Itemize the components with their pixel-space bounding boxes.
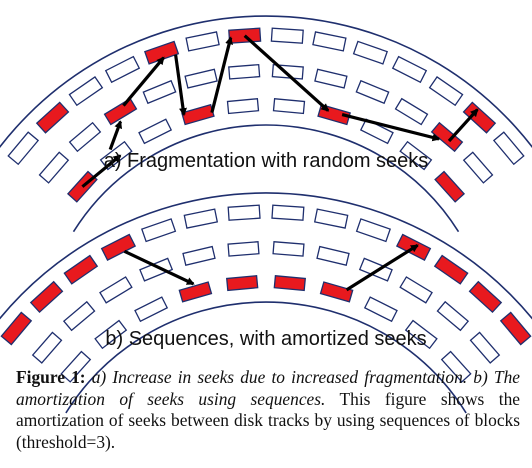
panel-b-outer-used-block <box>100 233 137 261</box>
panel-a-middle-used-block <box>103 97 138 126</box>
seek-arrow <box>108 120 123 151</box>
panel-a-outer-free-block <box>7 131 40 166</box>
panel-a-inner-free-block <box>399 140 433 171</box>
panel-a-middle-free-block <box>355 79 390 105</box>
figure-caption: Figure 1: a) Increase in seeks due to in… <box>16 367 520 453</box>
panel-b-outer-used-block <box>63 254 99 285</box>
seek-arrow <box>341 113 441 142</box>
panel-a-outer-free-block <box>428 76 464 107</box>
panel-a-outer-free-block <box>270 27 304 44</box>
panel-a-middle-free-block <box>394 97 429 126</box>
panel-a-outer-free-block <box>391 55 428 84</box>
panel-b-outer-used-block <box>0 311 33 346</box>
seek-arrow <box>210 36 233 113</box>
panel-b-middle-free-block <box>62 300 96 332</box>
panel-b-inner-free-block <box>363 296 398 323</box>
figure-caption-part-b: b) The amortization of seeks using seque… <box>16 367 520 409</box>
seek-arrow <box>174 54 187 117</box>
panel-b-outer-used-block <box>499 311 532 346</box>
panel-b-inner-free-block <box>440 350 472 383</box>
panel-b-inner-free-block <box>404 319 438 350</box>
panel-b-middle-free-block <box>316 245 350 266</box>
panel-b-inner-used-block <box>226 275 259 292</box>
panel-b-middle-free-block <box>99 276 133 304</box>
figure-label: Figure 1: <box>16 367 86 387</box>
panel-b-middle-free-block <box>358 257 393 282</box>
panel-a-middle-free-block <box>68 121 102 153</box>
panel-b-inner-used-block <box>319 281 354 303</box>
panel-a-inner-arc <box>72 124 460 233</box>
panel-b-outer-used-block <box>468 280 503 314</box>
panel-b-inner-used-block <box>273 275 306 292</box>
seek-arrow <box>122 56 165 107</box>
panel-b-middle-free-block <box>227 241 260 257</box>
panel-b-middle-free-block <box>272 241 305 257</box>
figure-caption-part-a: a) Increase in seeks due to increased fr… <box>91 367 468 387</box>
panel-b-middle-free-block <box>31 331 63 364</box>
panel-b-outer-free-block <box>313 208 349 229</box>
panel-b-caption: b) Sequences, with amortized seeks <box>105 328 427 350</box>
panel-a-outer-free-block <box>185 31 220 52</box>
panel-b-middle-free-block <box>436 300 470 332</box>
panel-a-outer-free-block <box>492 131 525 166</box>
seek-arrow <box>345 243 419 292</box>
panel-b-outer-free-block <box>271 204 305 221</box>
panel-a-middle-free-block <box>142 79 177 105</box>
panel-a-inner-free-block <box>138 118 173 145</box>
panel-b-outer-used-block <box>433 254 469 285</box>
panel-b-inner-free-block <box>60 350 92 383</box>
panel-a-inner-free-block <box>272 98 306 115</box>
panel-b-middle-free-block <box>399 276 433 304</box>
panel-b-inner-free-block <box>134 296 169 323</box>
figure-caption-text: This figure shows the amortization of se… <box>16 388 520 452</box>
panel-a-middle-free-block <box>228 63 261 80</box>
panel-a-outer-free-block <box>104 55 141 84</box>
panel-a-middle-free-block <box>38 151 70 184</box>
panel-a-outer-arc <box>0 15 532 149</box>
panel-b-inner-free-block <box>94 319 128 350</box>
panel-a-caption: a) Fragmentation with random seeks <box>103 150 429 172</box>
panel-a-outer-free-block <box>312 31 347 52</box>
panel-b-outer-arc <box>0 192 532 320</box>
panel-b-middle-free-block <box>469 331 501 364</box>
panel-a-outer-free-block <box>68 76 104 107</box>
panel-a-middle-used-block <box>430 121 464 153</box>
panel-b-inner-used-block <box>178 281 213 303</box>
seek-arrow <box>447 108 479 143</box>
panel-b-sequences-diagram <box>0 192 532 414</box>
seek-arrow <box>123 249 195 286</box>
panel-a-middle-free-block <box>462 151 494 184</box>
panel-b-outer-free-block <box>355 218 392 243</box>
panel-a-middle-free-block <box>314 68 348 89</box>
panel-b-outer-free-block <box>140 218 177 243</box>
panel-b-outer-used-block <box>29 280 64 314</box>
panel-b-outer-free-block <box>183 208 219 229</box>
panel-a-outer-free-block <box>352 40 389 65</box>
panel-b-middle-free-block <box>182 245 216 266</box>
panel-a-fragmentation-diagram <box>0 15 532 233</box>
panel-a-inner-used-block <box>434 170 466 203</box>
panel-a-outer-used-block <box>35 101 70 134</box>
panel-b-inner-arc <box>65 301 467 414</box>
panel-a-inner-used-block <box>181 103 215 126</box>
panel-a-inner-free-block <box>359 118 394 145</box>
panel-a-middle-free-block <box>184 68 218 89</box>
panel-b-outer-free-block <box>227 204 261 221</box>
panel-a-inner-free-block <box>226 98 260 115</box>
seek-arrow <box>243 34 330 112</box>
seek-arrow <box>81 154 122 188</box>
